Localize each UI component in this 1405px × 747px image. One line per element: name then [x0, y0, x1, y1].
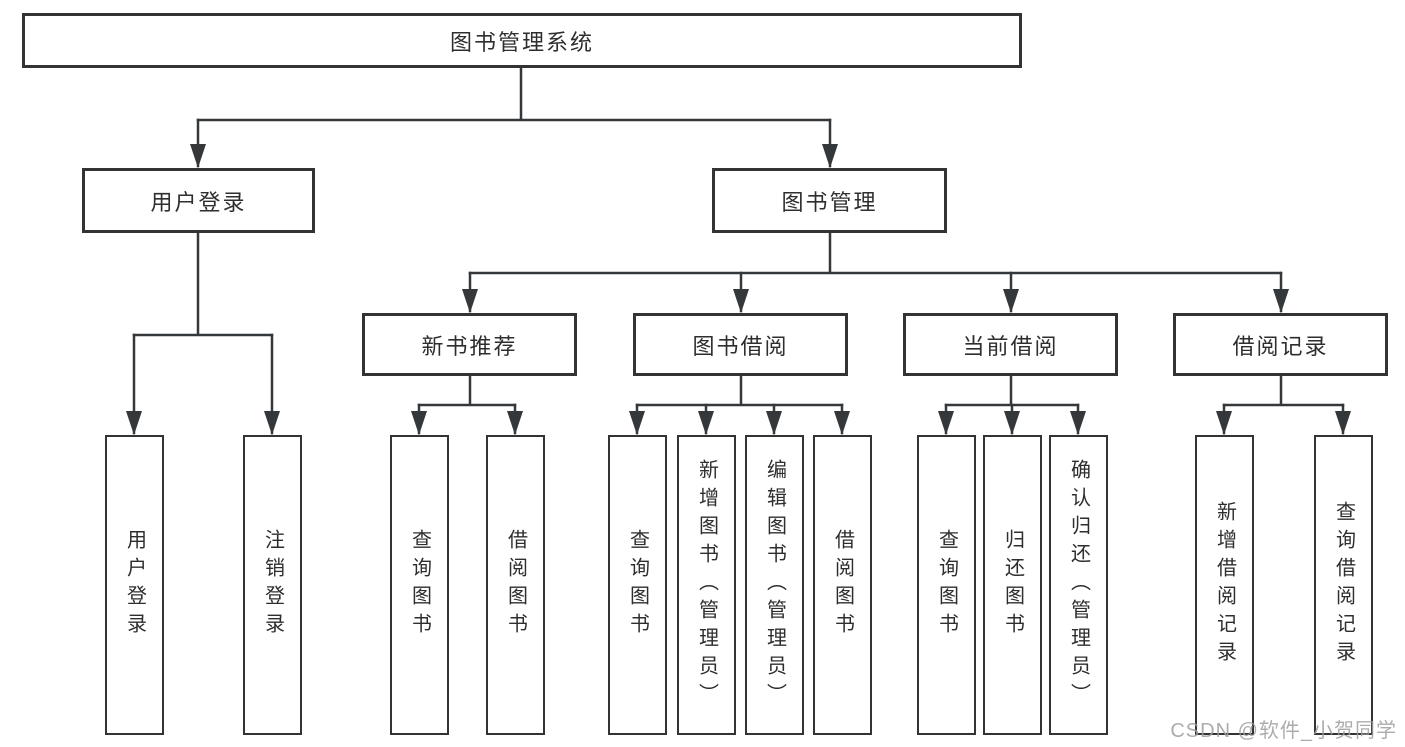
leaf-label: 注销登录 — [261, 529, 284, 641]
watermark: CSDN @软件_小贺同学 — [1170, 720, 1397, 742]
node-label: 图书管理系统 — [449, 29, 594, 55]
leaf-return-books: 归还图书 — [983, 435, 1042, 735]
node-borrowing-records: 借阅记录 — [1173, 313, 1388, 376]
node-root: 图书管理系统 — [22, 13, 1022, 68]
node-label: 图书管理 — [781, 189, 878, 215]
node-book-management: 图书管理 — [712, 168, 947, 233]
leaf-label: 用户登录 — [123, 529, 146, 641]
node-user-login: 用户登录 — [82, 168, 315, 233]
leaf-label: 查询图书 — [408, 529, 431, 641]
leaf-add-books-admin: 新增图书（管理员） — [677, 435, 736, 735]
leaf-logout: 注销登录 — [243, 435, 302, 735]
leaf-borrow-books-recommend: 借阅图书 — [486, 435, 545, 735]
leaf-label: 借阅图书 — [504, 529, 527, 641]
leaf-confirm-return-admin: 确认归还（管理员） — [1049, 435, 1108, 735]
node-label: 当前借阅 — [962, 333, 1059, 359]
leaf-query-books-borrow: 查询图书 — [608, 435, 667, 735]
leaf-label: 新增图书（管理员） — [695, 459, 718, 711]
leaf-label: 新增借阅记录 — [1213, 501, 1236, 669]
node-label: 新书推荐 — [421, 333, 518, 359]
leaf-label: 借阅图书 — [831, 529, 854, 641]
node-label: 用户登录 — [150, 189, 247, 215]
node-book-borrowing: 图书借阅 — [633, 313, 848, 376]
leaf-label: 归还图书 — [1001, 529, 1024, 641]
node-label: 借阅记录 — [1232, 333, 1329, 359]
node-new-book-recommendation: 新书推荐 — [362, 313, 577, 376]
leaf-query-borrow-record: 查询借阅记录 — [1314, 435, 1373, 735]
leaf-user-login: 用户登录 — [105, 435, 164, 735]
node-label: 图书借阅 — [692, 333, 789, 359]
leaf-query-books-recommend: 查询图书 — [390, 435, 449, 735]
leaf-edit-books-admin: 编辑图书（管理员） — [745, 435, 804, 735]
leaf-label: 查询图书 — [626, 529, 649, 641]
leaf-label: 确认归还（管理员） — [1067, 459, 1090, 711]
leaf-label: 编辑图书（管理员） — [763, 459, 786, 711]
leaf-borrow-books: 借阅图书 — [813, 435, 872, 735]
leaf-label: 查询借阅记录 — [1332, 501, 1355, 669]
leaf-label: 查询图书 — [935, 529, 958, 641]
leaf-add-borrow-record: 新增借阅记录 — [1195, 435, 1254, 735]
node-current-borrowing: 当前借阅 — [903, 313, 1118, 376]
leaf-query-books-current: 查询图书 — [917, 435, 976, 735]
